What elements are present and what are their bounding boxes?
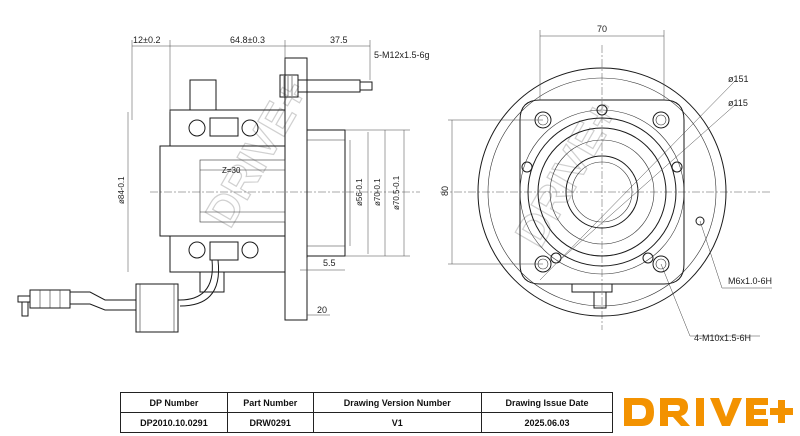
hub-bore-outline	[307, 129, 346, 257]
dim-left-offset: 12±0.2	[133, 35, 160, 45]
watermark-left: DRIVE+	[196, 71, 320, 235]
dim-thread-m10: 4-M10x1.5-6H	[694, 333, 751, 343]
dim-height-80: 80	[440, 186, 450, 196]
dim-step-width: 5.5	[323, 258, 336, 268]
dimension-lines-vertical	[127, 112, 410, 272]
wheel-stud	[279, 74, 373, 98]
title-block-value-row: DP2010.10.0291 DRW0291 V1 2025.06.03	[120, 412, 613, 433]
header-dp-number: DP Number	[120, 392, 228, 413]
front-dimensions	[448, 30, 772, 337]
dim-dia-70: ø70-0.1	[373, 178, 382, 206]
dim-stud-length: 37.5	[330, 35, 348, 45]
dim-dia-70-5: ø70.5-0.1	[392, 175, 401, 210]
section-view: Z=30 12±0.2 64.8±0.3 37.5	[17, 35, 430, 333]
title-block-header-row: DP Number Part Number Drawing Version Nu…	[120, 392, 613, 413]
dim-dia-84: ø84-0.1	[117, 176, 126, 204]
dim-dia-56: ø56-0.1	[355, 178, 364, 206]
header-issue-date: Drawing Issue Date	[481, 392, 613, 413]
value-dp-number: DP2010.10.0291	[120, 412, 228, 433]
drive-logo	[624, 398, 793, 426]
dim-ring-width: 20	[317, 305, 327, 315]
value-version: V1	[312, 412, 483, 433]
value-issue-date: 2025.06.03	[481, 412, 613, 433]
dimension-lines-top	[131, 40, 371, 120]
centre-bore	[565, 155, 639, 229]
teeth-label: Z=30	[222, 166, 241, 175]
m6-hole	[695, 216, 705, 226]
dim-stud-thread: 5-M12x1.5-6g	[374, 50, 430, 60]
outer-flange-circle	[477, 67, 727, 317]
dim-flange-span: 64.8±0.3	[230, 35, 265, 45]
header-part-number: Part Number	[226, 392, 314, 413]
svg-text:DRIVE+: DRIVE+	[196, 72, 319, 235]
sensor-tab	[571, 283, 613, 309]
dimension-lines-bottom	[300, 258, 345, 316]
stud-holes	[521, 104, 683, 264]
dim-pcd-151: ø151	[728, 74, 749, 84]
title-block: DP Number Part Number Drawing Version Nu…	[120, 392, 613, 433]
dim-bore-width: 70	[597, 24, 607, 34]
spline-bore	[159, 145, 286, 237]
dim-thread-m6: M6x1.0-6H	[728, 276, 772, 286]
dim-pcd-115: ø115	[728, 98, 748, 108]
front-view: 70 80 ø151 ø115 M6x1.0-6H 4-M10x1.5-6H	[440, 24, 772, 343]
value-part-number: DRW0291	[226, 412, 314, 433]
square-flange	[519, 99, 685, 285]
bearing-lower	[169, 235, 286, 293]
abs-sensor	[17, 259, 220, 333]
header-version: Drawing Version Number	[312, 392, 483, 413]
